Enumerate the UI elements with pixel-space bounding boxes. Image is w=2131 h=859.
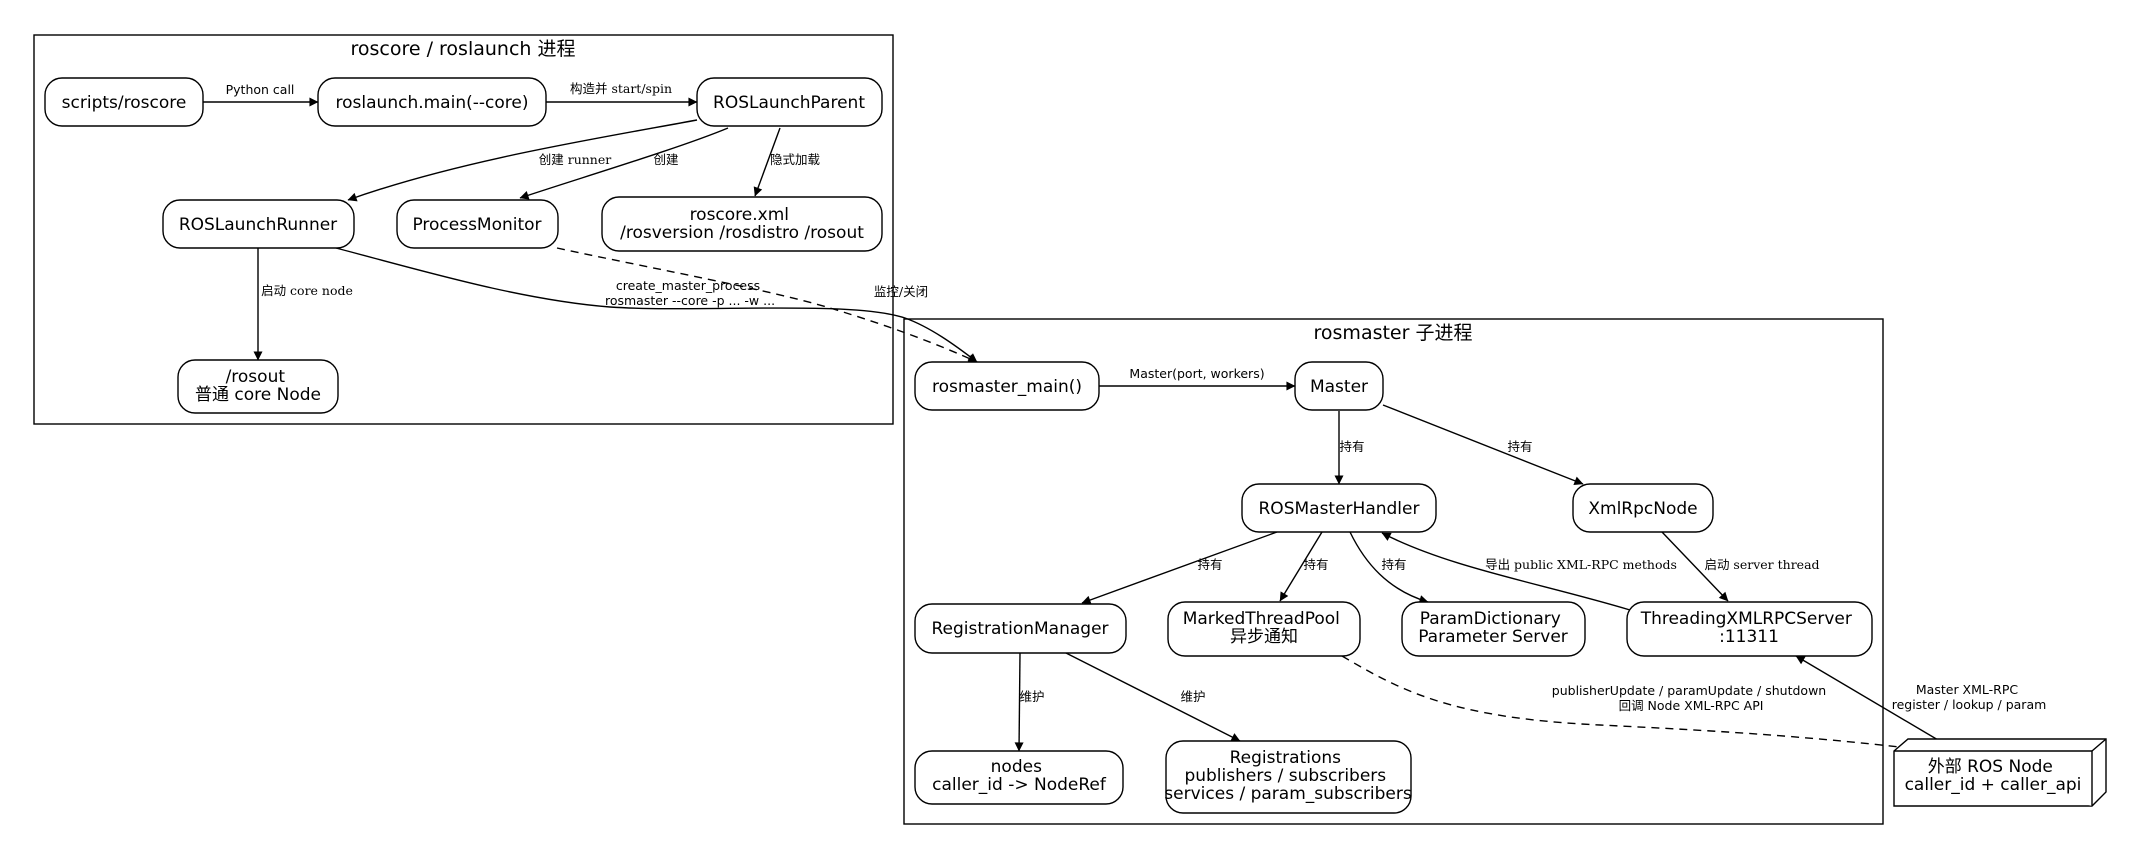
node-registration-manager: RegistrationManager	[914, 603, 1127, 654]
node-registration-manager-label: RegistrationManager	[931, 619, 1108, 639]
edge-create-master-process	[335, 247, 978, 363]
node-roslaunch-main: roslaunch.main(--core)	[317, 77, 547, 127]
node-registrations: Registrations publishers / subscribers s…	[1164, 740, 1412, 814]
cluster-rosmaster: rosmaster 子进程	[903, 318, 1884, 825]
node-nodes-map-label: nodes caller_id -> NodeRef	[932, 757, 1107, 795]
node-master: Master	[1294, 361, 1384, 411]
edges	[203, 97, 1956, 754]
node-roscore-xml-label: roscore.xml /rosversion /rosdistro /roso…	[620, 205, 864, 243]
node-external-ros-node: 外部 ROS Node caller_id + caller_api	[1893, 738, 2107, 807]
label-construct-start-spin: 构造并 start/spin	[570, 81, 672, 96]
label-master-xmlrpc: Master XML-RPC register / lookup / param	[1892, 682, 2047, 712]
label-create-pm: 创建	[653, 152, 679, 167]
node-rosout: /rosout 普通 core Node	[177, 359, 339, 414]
node-scripts-roscore-label: scripts/roscore	[62, 93, 187, 113]
edge-implicit-load	[753, 127, 781, 197]
node-roscore-xml: roscore.xml /rosversion /rosdistro /roso…	[601, 196, 883, 252]
edge-labels: Python call 构造并 start/spin 创建 runner 创建 …	[226, 81, 2047, 713]
edge-holds-params	[1349, 531, 1429, 604]
node-marked-thread-pool-label: MarkedThreadPool 异步通知	[1183, 609, 1346, 647]
node-roslaunch-parent-label: ROSLaunchParent	[713, 93, 865, 113]
node-rosmaster-main: rosmaster_main()	[914, 361, 1100, 411]
label-create-runner: 创建 runner	[539, 152, 611, 167]
label-create-master-process: create_master_process rosmaster --core -…	[605, 278, 775, 308]
edge-holds-regmgr	[1081, 531, 1278, 605]
label-export-methods: 导出 public XML-RPC methods	[1485, 557, 1677, 572]
node-external-ros-node-label: 外部 ROS Node caller_id + caller_api	[1905, 757, 2082, 795]
label-start-core-node: 启动 core node	[261, 283, 353, 298]
node-nodes-map: nodes caller_id -> NodeRef	[914, 750, 1124, 805]
edge-master-xmlrpc	[1795, 655, 1956, 751]
node-master-label: Master	[1310, 377, 1368, 397]
node-rosmaster-main-label: rosmaster_main()	[932, 377, 1082, 397]
label-holds-handler: 持有	[1339, 439, 1364, 454]
node-roslaunch-main-label: roslaunch.main(--core)	[336, 93, 529, 113]
node-scripts-roscore: scripts/roscore	[44, 77, 204, 127]
node-marked-thread-pool: MarkedThreadPool 异步通知	[1167, 601, 1361, 657]
node-rosout-label: /rosout 普通 core Node	[195, 367, 321, 405]
edge-create-runner	[347, 119, 698, 202]
edge-maintain-nodes	[1014, 652, 1024, 752]
node-threading-xmlrpc-server: ThreadingXMLRPCServer :11311	[1626, 601, 1873, 657]
cluster-roscore-frame	[33, 34, 894, 425]
node-xml-rpc-node-label: XmlRpcNode	[1588, 499, 1697, 519]
edge-monitor-close	[556, 247, 978, 363]
node-threading-xmlrpc-server-label: ThreadingXMLRPCServer :11311	[1640, 609, 1858, 647]
node-roslaunch-parent: ROSLaunchParent	[696, 77, 883, 127]
edge-export-methods	[1381, 532, 1631, 611]
node-param-dictionary: ParamDictionary Parameter Server	[1401, 601, 1586, 657]
node-roslaunch-runner-label: ROSLaunchRunner	[179, 215, 337, 235]
edge-create-pm	[519, 127, 729, 200]
edge-maintain-regs	[1065, 652, 1241, 742]
node-xml-rpc-node: XmlRpcNode	[1572, 483, 1714, 533]
cluster-rosmaster-title: rosmaster 子进程	[1314, 322, 1473, 344]
label-holds-params: 持有	[1381, 557, 1406, 572]
cluster-roscore: roscore / roslaunch 进程	[33, 34, 894, 425]
node-process-monitor: ProcessMonitor	[396, 199, 559, 249]
label-maintain-regs: 维护	[1180, 689, 1205, 704]
label-holds-pool: 持有	[1303, 557, 1328, 572]
edge-holds-pool	[1279, 531, 1323, 602]
label-implicit-load: 隐式加载	[770, 152, 821, 167]
label-holds-xmlrpc: 持有	[1507, 439, 1532, 454]
node-param-dictionary-label: ParamDictionary Parameter Server	[1418, 609, 1568, 647]
edge-start-server-thread	[1661, 531, 1729, 602]
node-registrations-label: Registrations publishers / subscribers s…	[1164, 748, 1412, 804]
node-ros-master-handler: ROSMasterHandler	[1241, 483, 1437, 533]
label-start-server-thread: 启动 server thread	[1704, 557, 1819, 572]
label-monitor-close: 监控/关闭	[874, 284, 928, 299]
cluster-roscore-title: roscore / roslaunch 进程	[350, 38, 575, 60]
label-python-call: Python call	[226, 82, 295, 97]
node-process-monitor-label: ProcessMonitor	[412, 215, 541, 235]
edge-holds-xmlrpc	[1382, 404, 1584, 486]
node-ros-master-handler-label: ROSMasterHandler	[1259, 499, 1420, 519]
cluster-rosmaster-frame	[903, 318, 1884, 825]
label-callback-api: publisherUpdate / paramUpdate / shutdown…	[1552, 683, 1830, 713]
label-master-port-workers: Master(port, workers)	[1129, 366, 1264, 381]
label-maintain-nodes: 维护	[1019, 689, 1044, 704]
edge-callback-api	[1341, 655, 1926, 754]
label-holds-regmgr: 持有	[1197, 557, 1222, 572]
node-roslaunch-runner: ROSLaunchRunner	[162, 199, 355, 249]
